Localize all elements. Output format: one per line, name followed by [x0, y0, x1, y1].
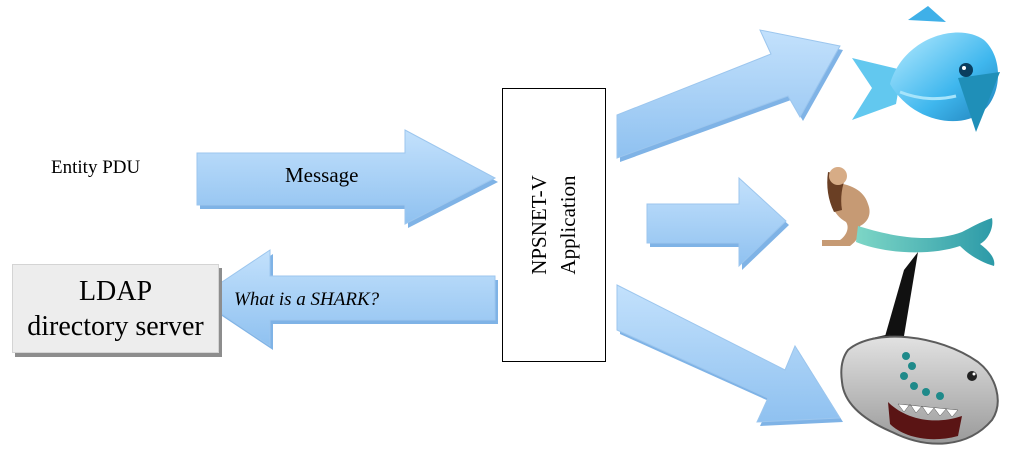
- application-name: NPSNET-V: [527, 175, 551, 275]
- mermaid-arrow: [646, 176, 789, 270]
- fish-arrow: [616, 29, 843, 162]
- shark-query-label: What is a SHARK?: [234, 289, 380, 310]
- shark-arrow: [616, 284, 843, 426]
- entity-pdu-label: Entity PDU: [51, 157, 141, 178]
- ldap-subtitle: directory server: [27, 311, 204, 342]
- message-label: Message: [285, 163, 359, 187]
- ldap-title: LDAP: [78, 276, 153, 307]
- application-label: NPSNET-V Application: [525, 175, 583, 275]
- ldap-directory-server-box: LDAP directory server: [12, 264, 219, 353]
- npsnet-application-box: NPSNET-V Application: [502, 88, 606, 362]
- message-arrow: [196, 129, 498, 228]
- shark-image: [840, 252, 999, 445]
- fish-image: [852, 6, 1000, 132]
- mermaid-image: [822, 167, 995, 266]
- query-arrow: [197, 249, 498, 350]
- application-type: Application: [556, 175, 580, 275]
